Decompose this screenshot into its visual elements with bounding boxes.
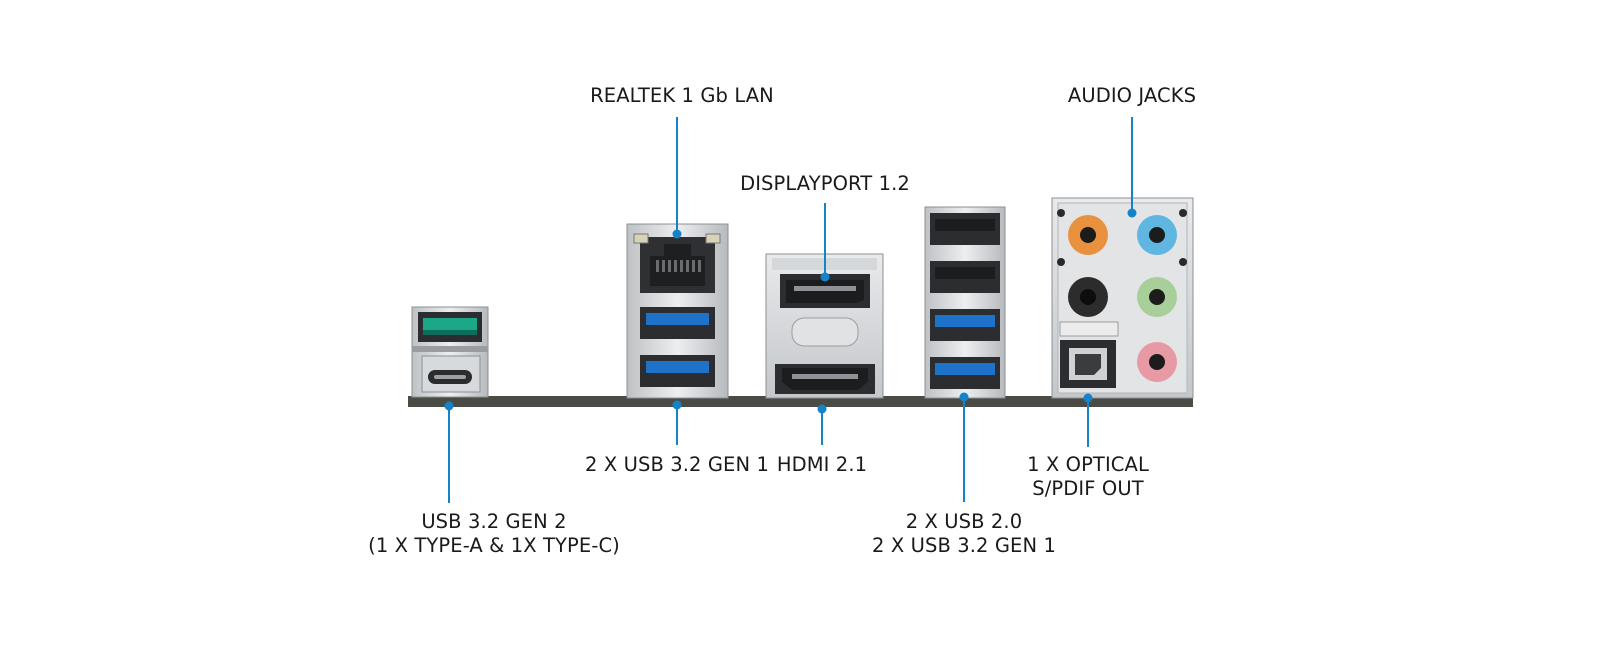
usb-type-a-port	[423, 318, 477, 330]
label-usb-front: 2 X USB 3.2 GEN 1	[585, 453, 769, 476]
video-ports	[765, 253, 884, 399]
label-displayport: DISPLAYPORT 1.2	[740, 172, 910, 195]
lan-usb-stack	[626, 223, 729, 399]
usb2-port-2	[935, 267, 995, 279]
label-lan: REALTEK 1 Gb LAN	[590, 84, 774, 107]
usb3-port-2	[646, 361, 709, 373]
label-audio-jacks: AUDIO JACKS	[1067, 84, 1197, 107]
usb3-port-1	[646, 313, 709, 325]
label-optical-line1: 1 X OPTICAL	[1027, 453, 1149, 476]
usb3-port-4	[935, 363, 995, 375]
audio-module	[1051, 197, 1194, 399]
label-optical-line2: S/PDIF OUT	[1032, 477, 1144, 500]
label-usb-stack: 2 X USB 2.0 2 X USB 3.2 GEN 1	[849, 510, 1079, 558]
label-usb-stack-line1: 2 X USB 2.0	[905, 510, 1023, 533]
usb2-port-1	[935, 219, 995, 231]
label-usb-gen2-line2: (1 X TYPE-A & 1X TYPE-C)	[368, 534, 620, 557]
leader-lines	[444, 117, 1137, 503]
usb-quad-stack	[924, 206, 1006, 399]
io-plate	[408, 396, 1193, 407]
usb-gen2-ports	[411, 306, 489, 398]
label-usb-gen2-line1: USB 3.2 GEN 2	[421, 510, 567, 533]
label-hdmi: HDMI 2.1	[776, 453, 868, 476]
label-usb-stack-line2: 2 X USB 3.2 GEN 1	[872, 534, 1056, 557]
label-optical: 1 X OPTICAL S/PDIF OUT	[1003, 453, 1173, 501]
label-usb-gen2: USB 3.2 GEN 2 (1 X TYPE-A & 1X TYPE-C)	[349, 510, 639, 558]
usb3-port-3	[935, 315, 995, 327]
